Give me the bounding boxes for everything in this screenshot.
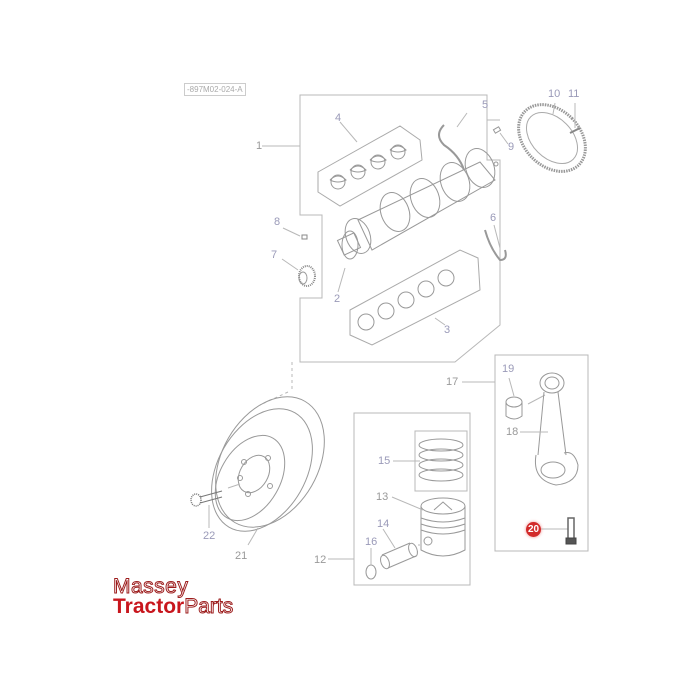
massey-tractor-parts-logo: Massey TractorParts (112, 575, 234, 618)
part-label-5[interactable]: 5 (482, 99, 489, 111)
part-label-2[interactable]: 2 (334, 293, 341, 305)
part-label-10[interactable]: 10 (548, 88, 561, 100)
part-label-21[interactable]: 21 (235, 550, 248, 562)
part-label-18[interactable]: 18 (506, 426, 519, 438)
logo-line-tractorparts: TractorParts (113, 595, 234, 618)
part-label-4[interactable]: 4 (335, 112, 342, 124)
part-label-19[interactable]: 19 (502, 363, 515, 375)
part-label-15[interactable]: 15 (378, 455, 391, 467)
part-label-22[interactable]: 22 (203, 530, 216, 542)
part-label-9[interactable]: 9 (508, 141, 515, 153)
part-label-8[interactable]: 8 (274, 216, 281, 228)
logo-line-massey: Massey (112, 575, 189, 598)
part-label-6[interactable]: 6 (490, 212, 497, 224)
part-label-12[interactable]: 12 (314, 554, 327, 566)
logo-tractor: Tractor (113, 595, 185, 618)
part-label-20-highlighted[interactable]: 20 (526, 522, 541, 537)
part-label-13[interactable]: 13 (376, 491, 389, 503)
logo-parts: Parts (184, 595, 234, 618)
part-label-3[interactable]: 3 (444, 324, 451, 336)
diagram-reference-code: -897M02-024-A (184, 83, 246, 96)
crankshaft-kit-box (299, 94, 501, 363)
part-label-7[interactable]: 7 (271, 249, 278, 261)
part-label-1[interactable]: 1 (256, 140, 263, 152)
part-label-16[interactable]: 16 (365, 536, 378, 548)
part-label-17[interactable]: 17 (446, 376, 459, 388)
part-label-11[interactable]: 11 (568, 88, 580, 100)
part-label-14[interactable]: 14 (377, 518, 390, 530)
